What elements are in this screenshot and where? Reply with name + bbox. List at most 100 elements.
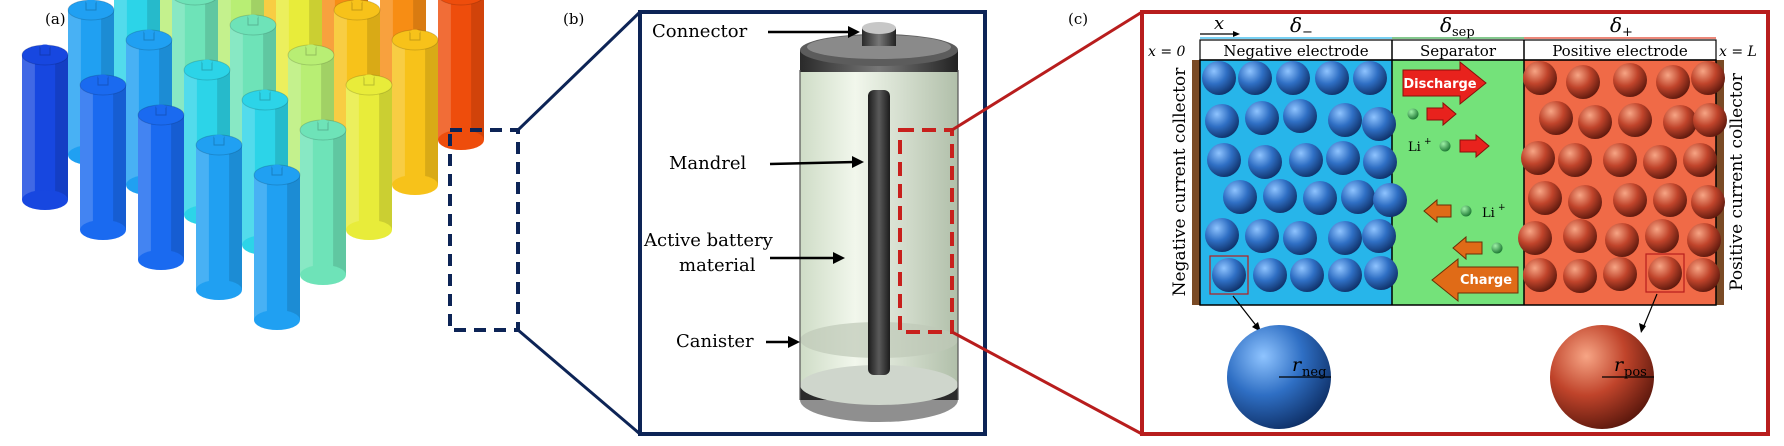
ion-flow-arrow-left <box>1423 198 1452 224</box>
negative-particle <box>1205 104 1239 138</box>
ion-flow-arrow-left <box>1452 235 1483 261</box>
svg-text:Canister: Canister <box>676 331 754 352</box>
svg-text:Charge: Charge <box>1460 273 1512 288</box>
positive-particle <box>1613 183 1647 217</box>
negative-particle <box>1290 258 1324 292</box>
negative-particle <box>1238 61 1272 95</box>
negative-collector-label: Negative current collector <box>1170 67 1190 297</box>
positive-particle <box>1683 143 1717 177</box>
positive-particle <box>1518 221 1552 255</box>
svg-text:sep: sep <box>1452 25 1475 40</box>
negative-particle <box>1341 180 1375 214</box>
svg-text:+: + <box>1498 203 1506 213</box>
negative-particle <box>1353 61 1387 95</box>
callout-canister: Canister <box>676 331 800 352</box>
svg-text:material: material <box>679 255 756 276</box>
positive-particle <box>1691 61 1725 95</box>
negative-particle <box>1328 103 1362 137</box>
positive-particle <box>1618 103 1652 137</box>
li-ion <box>1491 242 1503 254</box>
svg-text:δ: δ <box>1290 13 1302 37</box>
negative-particle <box>1328 221 1362 255</box>
positive-particle <box>1521 141 1555 175</box>
li-ion-label-top: Li + <box>1408 137 1432 155</box>
negative-particles <box>1202 61 1407 292</box>
zoom-line-bottom <box>517 328 641 436</box>
negative-particle <box>1315 61 1349 95</box>
negative-particle <box>1289 143 1323 177</box>
positive-particle <box>1663 105 1697 139</box>
negative-particle <box>1253 258 1287 292</box>
negative-particle <box>1363 145 1397 179</box>
positive-particle <box>1563 259 1597 293</box>
negative-particle <box>1362 107 1396 141</box>
svg-text:Connector: Connector <box>652 21 748 42</box>
negative-electrode-header: Negative electrode <box>1223 42 1368 60</box>
delta-neg-label: δ − <box>1290 13 1313 40</box>
negative-particle <box>1326 141 1360 175</box>
zoom-box-dashed <box>448 128 520 332</box>
ion-flow-arrow-right <box>1459 133 1490 159</box>
cylinder-cell <box>391 29 439 195</box>
zoom-line-b-bottom <box>951 330 1143 436</box>
negative-particle <box>1223 180 1257 214</box>
positive-particle <box>1578 105 1612 139</box>
positive-electrode-header: Positive electrode <box>1552 42 1688 60</box>
battery-pack-illustration <box>21 0 484 330</box>
negative-particle <box>1362 219 1396 253</box>
svg-text:Discharge: Discharge <box>1403 77 1476 92</box>
x-axis-indicator: x <box>1200 13 1240 37</box>
li-ion <box>1407 108 1419 120</box>
negative-particle <box>1303 181 1337 215</box>
svg-text:Li: Li <box>1482 206 1495 221</box>
cylinder-cell <box>195 134 243 300</box>
svg-text:Li: Li <box>1408 140 1421 155</box>
charge-arrow: Charge <box>1431 257 1519 303</box>
cylinder-cell <box>253 164 301 330</box>
svg-text:+: + <box>1424 137 1432 147</box>
discharge-arrow: Discharge <box>1402 60 1487 106</box>
r-pos-label: r pos <box>1614 354 1647 380</box>
svg-text:r: r <box>1292 354 1303 376</box>
zoom-box-b <box>898 128 954 334</box>
negative-particle <box>1245 219 1279 253</box>
positive-particle <box>1648 256 1682 290</box>
positive-particle <box>1687 223 1721 257</box>
cylinder-cell <box>79 74 127 240</box>
positive-particle <box>1563 219 1597 253</box>
svg-text:Mandrel: Mandrel <box>669 153 747 174</box>
single-cell-cutaway <box>799 22 959 422</box>
li-ion <box>1439 140 1451 152</box>
x-zero-label: x = 0 <box>1148 44 1186 60</box>
callout-mandrel: Mandrel <box>669 153 864 174</box>
positive-particle <box>1691 185 1725 219</box>
svg-text:−: − <box>1302 25 1313 40</box>
negative-particle <box>1328 258 1362 292</box>
cylinder-cell <box>345 74 393 240</box>
negative-particle <box>1263 179 1297 213</box>
cylinder-cell <box>21 44 69 210</box>
positive-particle <box>1605 223 1639 257</box>
positive-particle <box>1568 185 1602 219</box>
positive-particle <box>1603 257 1637 291</box>
negative-particle <box>1283 99 1317 133</box>
positive-particle <box>1643 145 1677 179</box>
panel-a-label: (a) <box>45 10 66 28</box>
negative-particle <box>1212 258 1246 292</box>
svg-text:neg: neg <box>1302 365 1326 380</box>
positive-collector-label: Positive current collector <box>1727 72 1747 291</box>
zoom-line-top <box>516 10 642 132</box>
positive-particle <box>1693 103 1727 137</box>
svg-text:+: + <box>1622 25 1633 40</box>
li-ion <box>1460 205 1472 217</box>
svg-text:r: r <box>1614 354 1625 376</box>
svg-text:δ: δ <box>1440 13 1452 37</box>
delta-sep-label: δ sep <box>1440 13 1475 40</box>
negative-particle <box>1276 61 1310 95</box>
delta-pos-label: δ + <box>1610 13 1633 40</box>
ion-flow-arrow-right <box>1426 101 1457 127</box>
negative-particle <box>1248 145 1282 179</box>
positive-particle <box>1558 143 1592 177</box>
neg-particle-highlight <box>1209 255 1249 295</box>
